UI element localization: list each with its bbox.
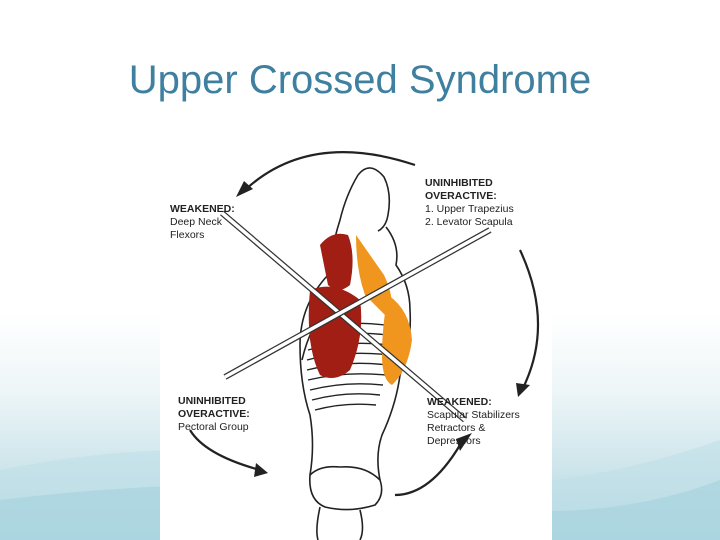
weakened-muscles — [356, 235, 412, 385]
label-heading: OVERACTIVE: — [178, 408, 250, 420]
label-overactive-pectoral: UNINHIBITED OVERACTIVE: Pectoral Group — [178, 395, 250, 434]
scapular-stabilizer-muscle — [382, 295, 412, 385]
upper-trapezius-muscle — [356, 235, 392, 320]
diagram-illustration — [189, 151, 540, 540]
label-line: Depressors — [427, 435, 481, 447]
label-line: 1. Upper Trapezius — [425, 203, 514, 215]
label-weakened-scapular: WEAKENED: Scapular Stabilizers Retractor… — [427, 396, 520, 448]
label-line: Scapular Stabilizers — [427, 409, 520, 421]
label-line: Deep Neck — [170, 216, 222, 228]
arrow-bottom-right — [394, 444, 461, 497]
slide-title: Upper Crossed Syndrome — [128, 58, 592, 102]
label-heading: UNINHIBITED — [178, 395, 246, 407]
upper-crossed-diagram: WEAKENED: Deep Neck Flexors UNINHIBITED … — [160, 135, 552, 540]
label-line: Retractors & — [427, 422, 486, 434]
crossing-lines — [220, 210, 492, 423]
label-heading: WEAKENED: — [427, 396, 492, 408]
overactive-muscles — [308, 233, 362, 379]
label-weakened-deep-neck: WEAKENED: Deep Neck Flexors — [170, 203, 235, 242]
arrow-bottom-left — [189, 429, 261, 472]
label-line: 2. Levator Scapula — [425, 216, 513, 228]
label-heading: WEAKENED: — [170, 203, 235, 215]
arrow-right — [519, 249, 540, 391]
arrow-heads — [236, 181, 530, 477]
cycle-arrows — [189, 151, 540, 497]
pectoral-muscle — [308, 286, 362, 379]
label-overactive-trapezius: UNINHIBITED OVERACTIVE: 1. Upper Trapezi… — [425, 177, 514, 229]
label-heading: UNINHIBITED — [425, 177, 493, 189]
label-heading: OVERACTIVE: — [425, 190, 497, 202]
arrow-top — [244, 151, 416, 191]
levator-scapula-muscle — [320, 233, 353, 290]
label-line: Flexors — [170, 229, 205, 241]
label-line: Pectoral Group — [178, 421, 249, 433]
